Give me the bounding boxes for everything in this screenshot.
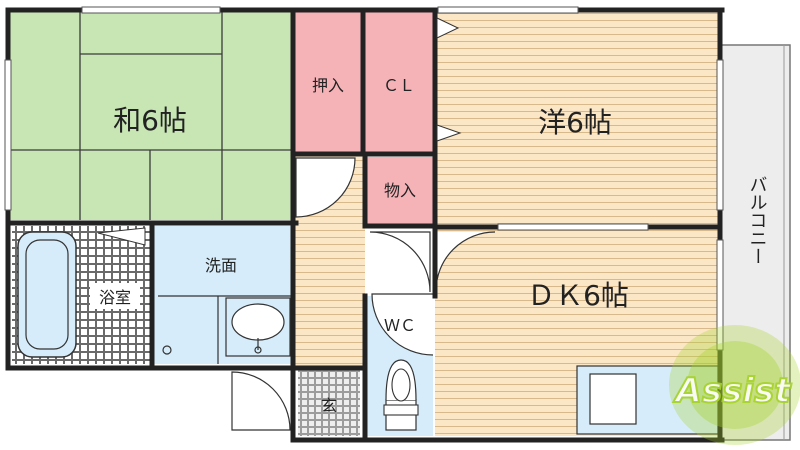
- storage-closet: [365, 157, 435, 225]
- bathroom: [12, 226, 152, 364]
- label-balcony: バルコニー: [747, 175, 768, 265]
- label-yokushitsu: 浴室: [99, 288, 131, 307]
- tatami-room: [10, 12, 293, 220]
- kitchen-counter: [576, 365, 719, 435]
- windows: [4, 6, 724, 351]
- washbasin: [158, 295, 293, 364]
- balcony: [719, 44, 791, 441]
- oshiire-closet: [293, 12, 363, 152]
- walk-in-closet: [363, 12, 435, 152]
- label-senmen: 洗面: [205, 256, 237, 275]
- label-closet: ＣＬ: [383, 76, 415, 95]
- assist-logo: [669, 325, 800, 445]
- sliding-door-markers: [97, 17, 462, 246]
- watermark-text: Assist: [673, 371, 793, 411]
- label-genkan: 玄: [321, 396, 337, 415]
- door-swings: [231, 157, 496, 431]
- label-monoire: 物入: [384, 181, 416, 200]
- label-dk: ＤＫ6帖: [527, 279, 629, 312]
- label-oshiire: 押入: [312, 76, 344, 95]
- label-youshitsu: 洋6帖: [538, 106, 612, 139]
- entrance: [298, 370, 360, 436]
- label-washitsu: 和6帖: [113, 104, 187, 137]
- toilet: [383, 359, 419, 431]
- label-wc: ＷＣ: [384, 316, 416, 335]
- western-room: [435, 12, 720, 225]
